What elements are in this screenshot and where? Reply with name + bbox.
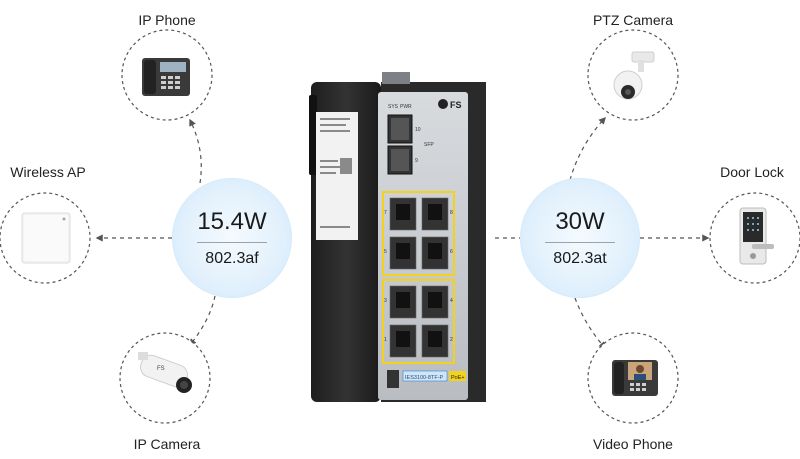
port-num-6: 6 [450, 249, 453, 255]
ptz-camera-icon [613, 51, 655, 100]
hub-divider-left [197, 242, 267, 243]
port-num-8: 8 [450, 210, 453, 216]
door-lock-icon [739, 207, 774, 265]
standard-left: 802.3af [205, 250, 259, 267]
connector-ptz-camera [569, 116, 606, 181]
port-num-1: 1 [384, 337, 387, 343]
ip-camera-icon: FS [138, 352, 192, 393]
led-pwr-label: PWR [400, 104, 412, 110]
svg-text:FS: FS [157, 366, 165, 372]
switch-brand: FS [450, 100, 462, 110]
label-door-lock: Door Lock [720, 164, 784, 180]
label-ip-camera: IP Camera [133, 436, 201, 452]
connector-ip-phone [189, 118, 202, 184]
switch-model: IES3100-8TF-P [405, 375, 444, 381]
port-num-2: 2 [450, 337, 453, 343]
port-num-4: 4 [450, 298, 453, 304]
ip-phone-icon [142, 58, 190, 96]
poe-badge: PoE+ [451, 375, 465, 381]
power-hub-left: 15.4W 802.3af [172, 178, 292, 298]
label-ip-phone: IP Phone [138, 12, 196, 28]
wireless-ap-icon [21, 212, 71, 264]
poe-switch: FS SYS PWR 10 9 SFP 7 8 [309, 72, 486, 402]
label-ptz-camera: PTZ Camera [592, 12, 674, 28]
standard-right: 802.3at [553, 250, 607, 267]
power-hub-right: 30W 802.3at [520, 178, 640, 298]
port-num-3: 3 [384, 298, 387, 304]
power-value-left: 15.4W [197, 208, 267, 235]
hub-divider-right [545, 242, 615, 243]
video-phone-icon [612, 360, 658, 396]
sfp-label: SFP [424, 142, 434, 148]
led-sys-label: SYS [388, 104, 399, 110]
sfp-port-9: 9 [415, 158, 418, 164]
label-video-phone: Video Phone [593, 436, 673, 452]
poe-port-group-top [382, 191, 455, 276]
sfp-ports [387, 114, 413, 175]
switch-label-sticker [316, 112, 358, 240]
port-num-5: 5 [384, 249, 387, 255]
port-num-7: 7 [384, 210, 387, 216]
connector-video-phone [574, 297, 606, 350]
poe-port-group-bottom [382, 279, 455, 364]
console-port [387, 370, 399, 388]
label-wireless-ap: Wireless AP [10, 164, 86, 180]
power-value-right: 30W [555, 208, 605, 235]
connector-ip-camera [189, 295, 216, 347]
sfp-port-10: 10 [415, 127, 421, 133]
